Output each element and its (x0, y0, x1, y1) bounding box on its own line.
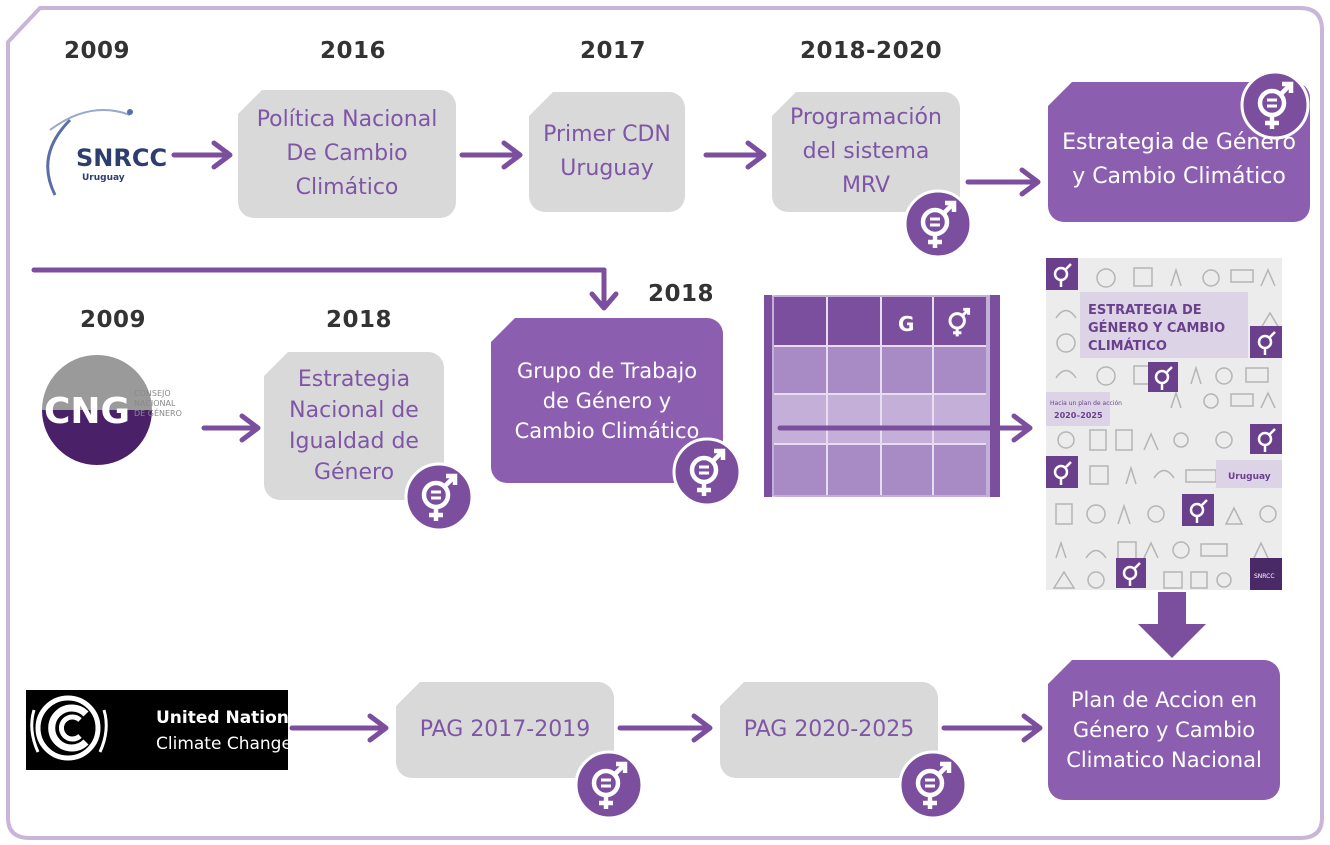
strategy-document-cover: ESTRATEGIA DE GÉNERO Y CAMBIO CLIMÁTICO … (1046, 258, 1282, 590)
plan-accion-box: Plan de Accion en Género y Cambio Climat… (1048, 660, 1280, 800)
primer-cdn-box: Primer CDN Uruguay (529, 92, 685, 212)
snrcc-logo-subtext: Uruguay (82, 173, 125, 183)
cng-logo-subtext: NACIONAL (134, 399, 176, 408)
table-header-letter: G (898, 312, 914, 336)
grupo-trabajo-box: Grupo de Trabajo de Género y Cambio Clim… (491, 318, 723, 483)
year-label: 2016 (320, 38, 387, 64)
year-label: 2009 (80, 307, 147, 333)
cover-title-line: ESTRATEGIA DE (1088, 303, 1202, 318)
gender-equality-icon (898, 750, 968, 820)
snrcc-logo: SNRCC Uruguay (46, 109, 167, 196)
cover-subtitle-line: Hacia un plan de acción (1050, 400, 1122, 407)
gender-equality-icon (903, 189, 973, 259)
snrcc-logo-text: SNRCC (76, 144, 167, 172)
unfccc-logo: United Nations Climate Change (26, 690, 299, 770)
cover-subtitle-line: 2020–2025 (1054, 411, 1103, 420)
cng-logo-subtext: DE GÉNERO (134, 407, 182, 418)
cover-title-line: CLIMÁTICO (1088, 338, 1167, 354)
gender-equality-icon (1240, 70, 1310, 140)
gender-equality-icon (574, 750, 644, 820)
politica-nacional-box: Política Nacional De Cambio Climático (238, 90, 456, 218)
cover-country: Uruguay (1228, 472, 1271, 482)
estrategia-genero-box: Estrategia de Género y Cambio Climático (1048, 82, 1310, 222)
year-label: 2017 (580, 38, 647, 64)
pag-2017-box: PAG 2017-2019 (396, 682, 614, 778)
cng-logo-subtext: CONSEJO (134, 389, 171, 398)
table-graphic: G (764, 295, 1000, 497)
year-label: 2009 (64, 38, 131, 64)
unfccc-name-line: Climate Change (156, 734, 292, 754)
gender-equality-icon (672, 437, 742, 507)
cng-logo: CNG CONSEJO NACIONAL DE GÉNERO (42, 355, 182, 465)
cng-logo-text: CNG (44, 391, 130, 432)
cover-title-line: GÉNERO Y CAMBIO (1088, 320, 1225, 336)
cover-icon-grid: ESTRATEGIA DE GÉNERO Y CAMBIO CLIMÁTICO … (1046, 258, 1282, 590)
year-label: 2018-2020 (800, 38, 943, 64)
cover-publisher: SNRCC (1254, 573, 1275, 580)
unfccc-name-line: United Nations (156, 708, 300, 728)
year-label: 2018 (326, 307, 393, 333)
year-label: 2018 (648, 281, 715, 307)
un-emblem (30, 695, 108, 761)
gender-equality-icon (404, 462, 474, 532)
pag-2020-box: PAG 2020-2025 (720, 682, 938, 778)
